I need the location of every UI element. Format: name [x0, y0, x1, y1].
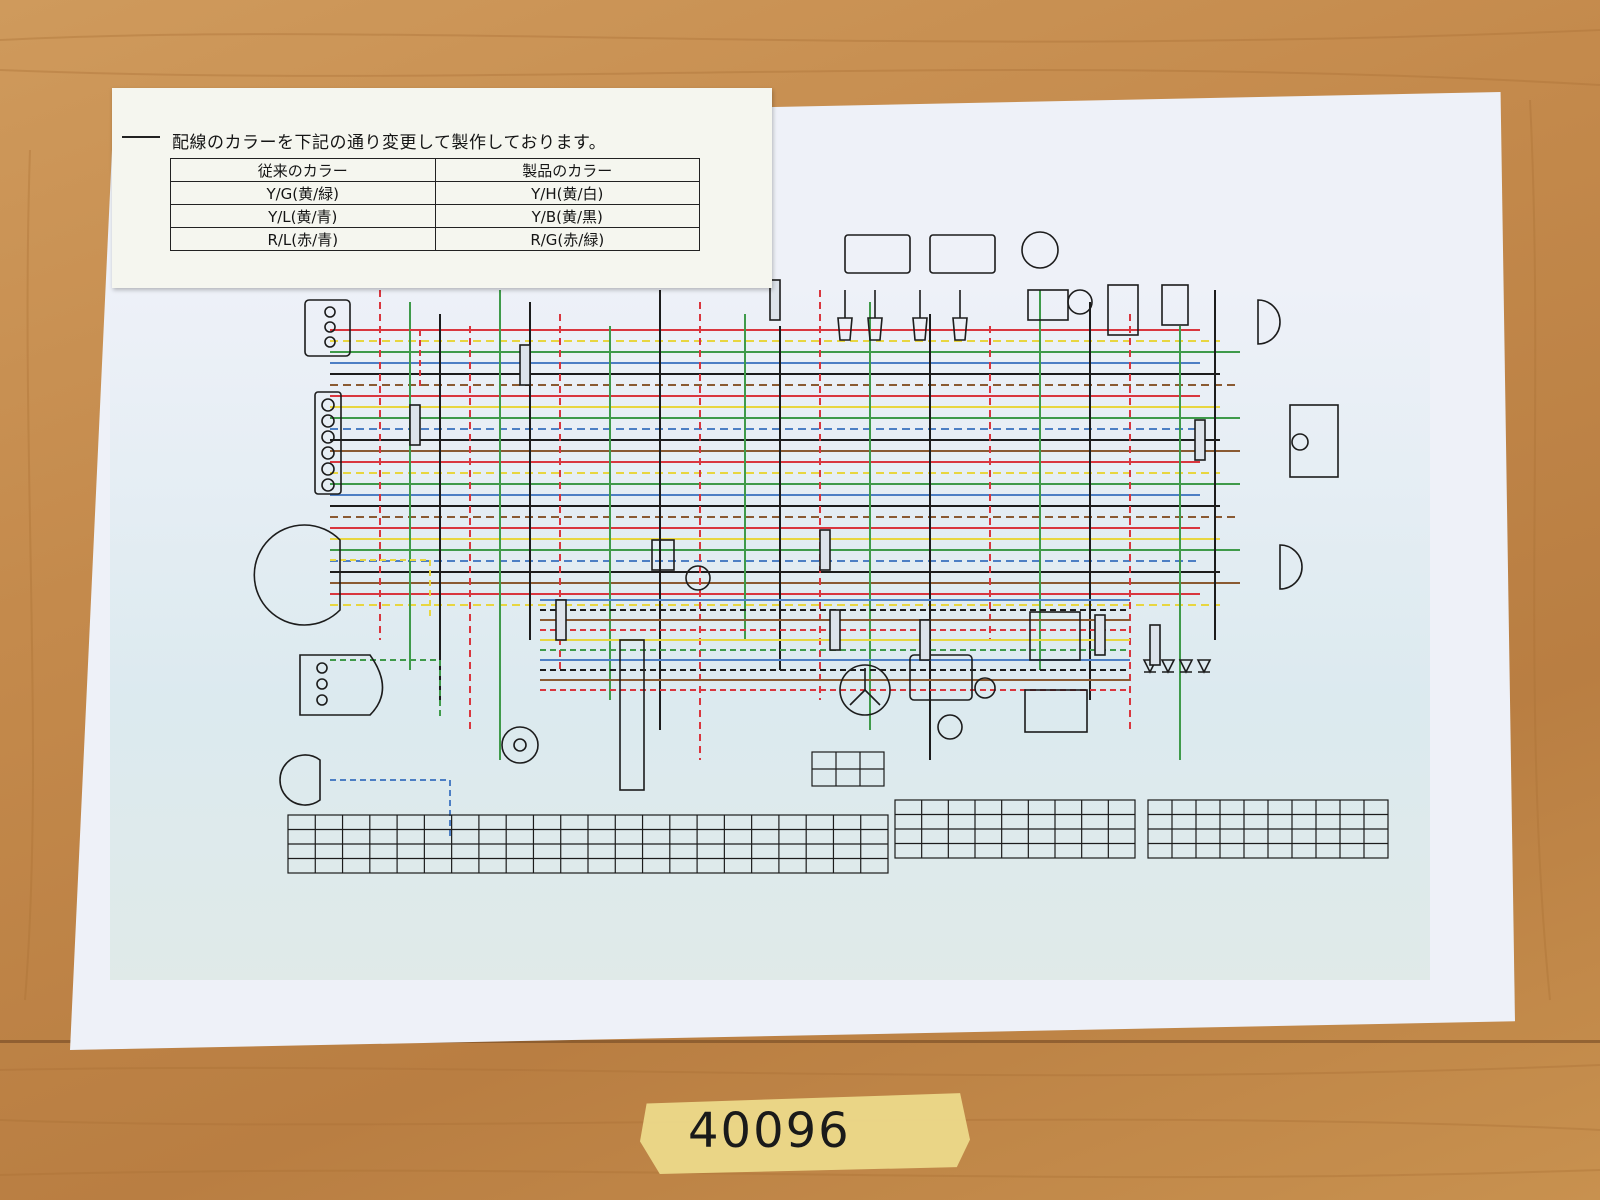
- igniter-box: [1027, 289, 1069, 321]
- junction-icon: [1021, 231, 1059, 269]
- meter-lamp-housing: [304, 299, 351, 357]
- lamp-wire: [330, 559, 431, 620]
- harness-connector-icon: [919, 619, 931, 661]
- old-color-cell: R/L(赤/青): [170, 227, 436, 251]
- generator-rotor-icon: [849, 668, 881, 706]
- fuse-box-icon: [1029, 611, 1081, 661]
- lamp-wire: [330, 659, 441, 720]
- table-row: Y/L(黄/青) Y/B(黄/黒): [170, 204, 700, 228]
- handlebar-switch-icon: [619, 639, 645, 791]
- harness-connector-icon: [1149, 624, 1161, 666]
- pickup-coil-icon: [1067, 289, 1093, 315]
- indicator-lamp-icon: [321, 478, 335, 492]
- diagram-components: [253, 231, 1339, 806]
- rectifier-diode-icon: [1178, 659, 1194, 674]
- lamp-wire: [330, 779, 451, 840]
- indicator-lamp-icon: [321, 462, 335, 476]
- rear-turn-signal-icon: [1279, 544, 1303, 590]
- harness-connector-icon: [555, 599, 567, 641]
- wire-harness: [330, 290, 1240, 840]
- new-color-cell: Y/B(黄/黒): [434, 204, 700, 228]
- battery-icon: [1024, 689, 1088, 733]
- harness-connector-icon: [519, 344, 531, 386]
- new-color-cell: R/G(赤/緑): [434, 227, 700, 251]
- table-plank-seam: [0, 1040, 1600, 1043]
- tape-label-number: 40096: [688, 1103, 851, 1159]
- color-change-notice: 配線のカラーを下記の通り変更して製作しております。: [172, 133, 607, 153]
- meter-lamp-icon: [324, 321, 336, 333]
- speedometer-lamp-icon: [316, 678, 328, 690]
- spark-plug-icon: [837, 290, 853, 341]
- table-row: R/L(赤/青) R/G(赤/緑): [170, 227, 700, 251]
- harness-connector-icon: [819, 529, 831, 571]
- harness-connector-icon: [409, 404, 421, 446]
- color-change-table: 従来のカラー 製品のカラー Y/G(黄/緑) Y/H(黄/白) Y/L(黄/青)…: [170, 158, 700, 251]
- headlight-icon: [253, 524, 341, 626]
- tail-light-bulb-icon: [1291, 433, 1309, 451]
- tail-light-housing: [1289, 404, 1339, 478]
- meter-lamp-icon: [324, 336, 336, 348]
- spark-plug-icon: [912, 290, 928, 341]
- harness-connector-icon: [1194, 419, 1206, 461]
- ignition-coil-icon: [844, 234, 911, 274]
- starter-motor-icon: [937, 714, 963, 740]
- harness-connector-icon: [769, 279, 781, 321]
- new-color-header: 製品のカラー: [434, 158, 700, 182]
- spark-plug-icon: [867, 290, 883, 341]
- brake-switch-icon: [1107, 284, 1139, 336]
- color-change-notice-paper: 配線のカラーを下記の通り変更して製作しております。 従来のカラー 製品のカラー …: [112, 88, 772, 288]
- old-color-cell: Y/G(黄/緑): [170, 181, 436, 205]
- notice-dash: [122, 136, 160, 138]
- switch-tables: [287, 751, 1389, 874]
- speedometer-lamp-icon: [316, 694, 328, 706]
- indicator-lamp-icon: [321, 398, 335, 412]
- masking-tape: [640, 1093, 970, 1174]
- indicator-lamp-icon: [321, 414, 335, 428]
- regulator-icon: [909, 654, 973, 701]
- old-color-cell: Y/L(黄/青): [170, 204, 436, 228]
- turn-signal-relay-icon: [685, 565, 711, 591]
- harness-connector-icon: [829, 609, 841, 651]
- rectifier-diode-icon: [1160, 659, 1176, 674]
- spark-plug-icon: [952, 290, 968, 341]
- turn-signal-icon: [279, 754, 321, 806]
- color-table-header-row: 従来のカラー 製品のカラー: [170, 158, 700, 182]
- indicator-lamp-icon: [321, 446, 335, 460]
- indicator-lamp-icon: [321, 430, 335, 444]
- starter-lockout-switch-icon: [651, 539, 675, 571]
- starter-relay-icon: [974, 677, 996, 699]
- speedometer-lamp-housing: [299, 654, 384, 716]
- horn-icon: [501, 726, 539, 764]
- lamp-wire: [330, 329, 421, 390]
- speedometer-lamp-icon: [316, 662, 328, 674]
- ignition-coil-icon: [929, 234, 996, 274]
- ac-generator-icon: [839, 664, 891, 716]
- right-turn-signal-icon: [1257, 299, 1281, 345]
- new-color-cell: Y/H(黄/白): [434, 181, 700, 205]
- meter-lamp-icon: [324, 306, 336, 318]
- horn-center-icon: [513, 738, 527, 752]
- rectifier-diode-icon: [1196, 659, 1212, 674]
- table-row: Y/G(黄/緑) Y/H(黄/白): [170, 181, 700, 205]
- indicator-panel: [314, 391, 342, 495]
- tail-switch-icon: [1161, 284, 1189, 326]
- harness-connector-icon: [1094, 614, 1106, 656]
- old-color-header: 従来のカラー: [170, 158, 436, 182]
